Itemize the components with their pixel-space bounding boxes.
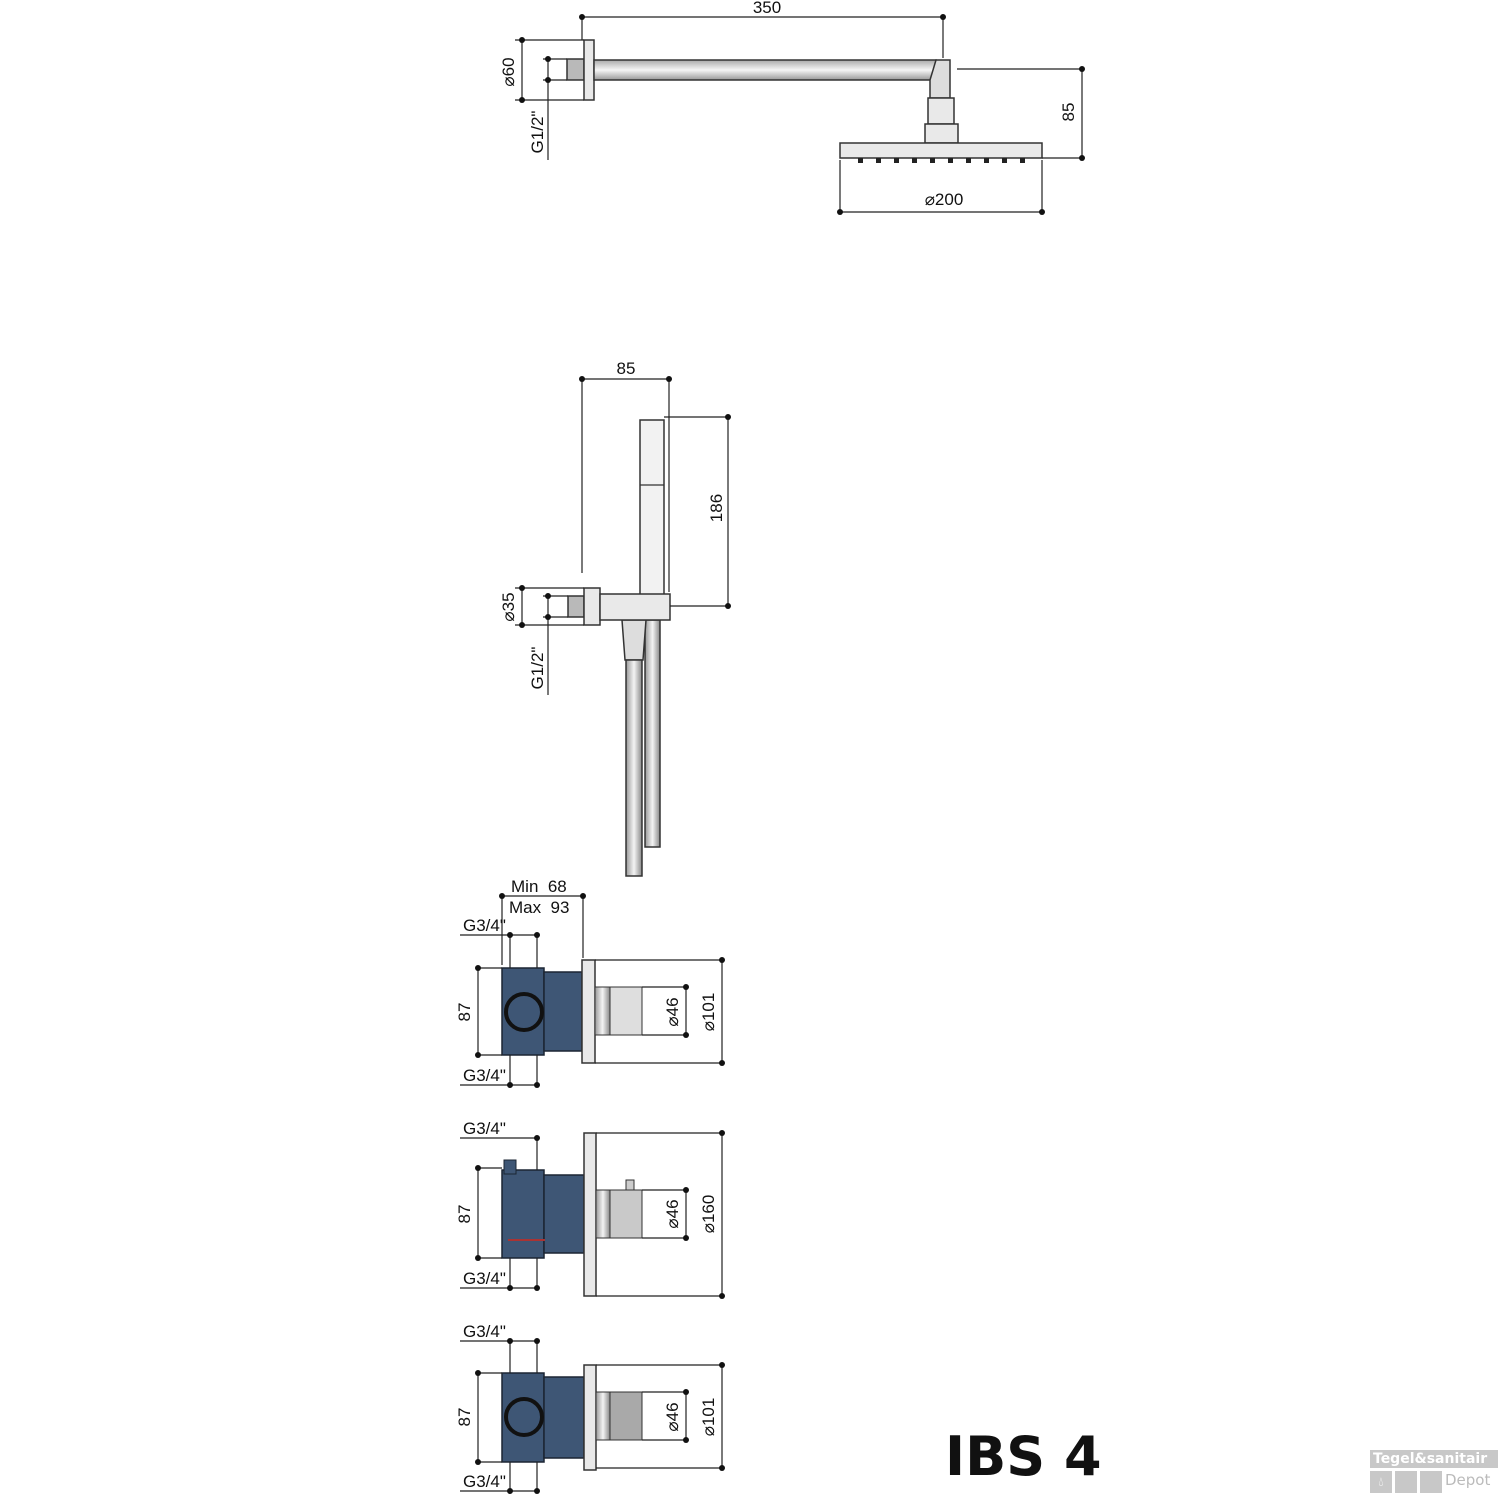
height-label: 87 [455,1205,474,1224]
top-thread-label: G3/4" [463,1119,506,1138]
valve-2-drawing: G3/4" G3/4" 87 ⌀46 ⌀160 [455,1119,725,1299]
rain-shower-drawing: 350 85 ⌀200 ⌀60 G1/2" [499,0,1085,215]
bottom-thread-label: G3/4" [463,1472,506,1491]
product-title: IBS 4 [945,1425,1102,1488]
bottom-thread-label: G3/4" [463,1269,506,1288]
handle-diameter-label: ⌀46 [663,1402,682,1431]
thread-label: G1/2" [528,111,547,154]
head-diameter-label: ⌀200 [925,190,964,209]
tile-icon [1420,1471,1442,1493]
handle-diameter-label: ⌀46 [663,997,682,1026]
height-label: 87 [455,1408,474,1427]
projection-label: 85 [617,359,636,378]
handle-length-label: 186 [707,494,726,522]
water-drop-icon: 💧︎ [1370,1471,1392,1493]
flange-diameter-label: ⌀60 [499,57,518,86]
bottom-thread-label: G3/4" [463,1066,506,1085]
plate-diameter-label: ⌀160 [699,1195,718,1234]
tile-icon [1395,1471,1417,1493]
valve-3-drawing: G3/4" G3/4" 87 ⌀46 ⌀101 [455,1322,725,1494]
flange-diameter-label: ⌀35 [499,592,518,621]
plate-diameter-label: ⌀101 [699,1398,718,1437]
watermark-sub: Depot [1445,1471,1491,1489]
head-height-label: 85 [1059,103,1078,122]
valve-1-drawing: G3/4" G3/4" 87 ⌀46 ⌀101 [455,916,725,1088]
height-label: 87 [455,1003,474,1022]
handle-diameter-label: ⌀46 [663,1199,682,1228]
plate-diameter-label: ⌀101 [699,993,718,1032]
watermark-brand: Tegel&sanitair [1370,1450,1498,1468]
top-thread-label: G3/4" [463,916,506,935]
thread-label: G1/2" [528,647,547,690]
watermark-logo: Tegel&sanitair 💧︎ Depot [1370,1450,1498,1500]
hand-shower-drawing: 85 186 ⌀35 G1/2" [499,359,731,877]
depth-max-label: Max 93 [509,898,569,917]
top-thread-label: G3/4" [463,1322,506,1341]
depth-min-label: Min 68 [511,877,567,896]
arm-length-label: 350 [753,0,781,17]
